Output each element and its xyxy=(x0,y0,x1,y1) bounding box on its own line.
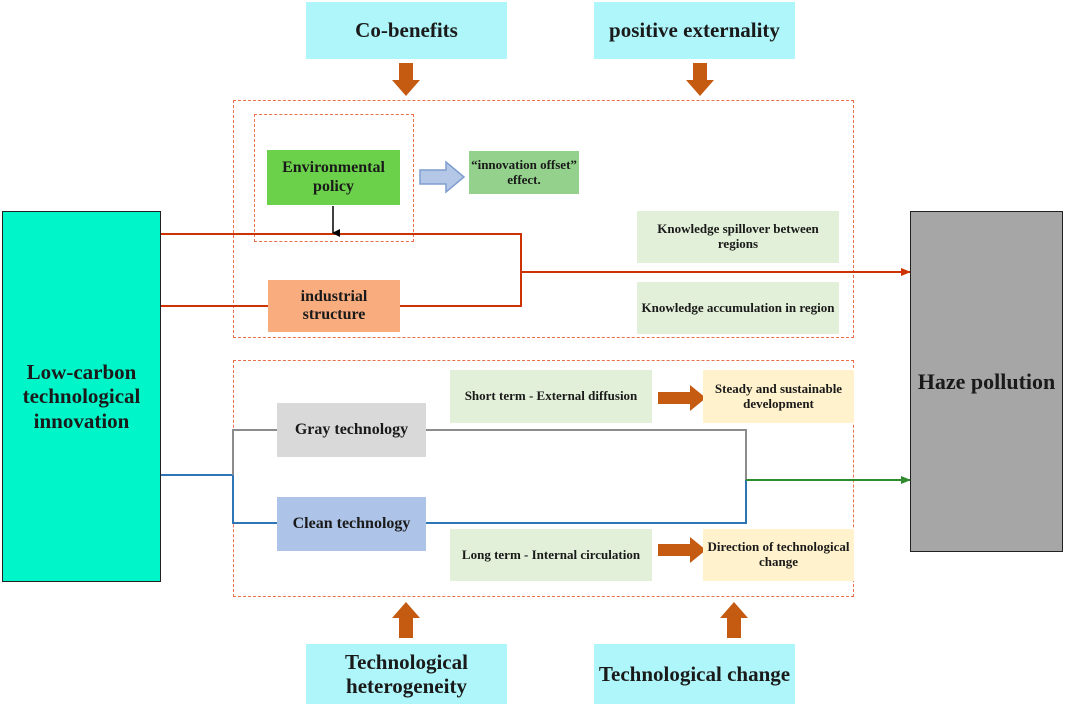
innovation-offset-box: “innovation offset” effect. xyxy=(469,151,579,194)
knowledge-spillover-box: Knowledge spillover between regions xyxy=(637,211,839,263)
direction-change-label: Direction of technological change xyxy=(707,539,850,569)
innovation-offset-label: “innovation offset” effect. xyxy=(471,156,577,187)
knowledge-accumulation-box: Knowledge accumulation in region xyxy=(637,282,839,334)
gray-connector-left xyxy=(232,429,277,475)
gray-technology-box: Gray technology xyxy=(277,403,426,457)
long-term-box: Long term - Internal circulation xyxy=(450,529,652,581)
offset-arrow-icon xyxy=(419,160,466,194)
upper-mechanism-frame xyxy=(233,100,854,338)
gray-connector-right xyxy=(426,429,747,480)
positive-externality-label: positive externality xyxy=(609,18,780,43)
haze-pollution-box: Haze pollution xyxy=(910,211,1063,552)
blue-connector-main xyxy=(161,474,277,524)
steady-development-label: Steady and sustainable development xyxy=(714,380,843,411)
haze-pollution-label: Haze pollution xyxy=(917,368,1056,394)
technological-heterogeneity-label: Technological heterogeneity xyxy=(345,649,468,698)
short-term-label: Short term - External diffusion xyxy=(464,388,638,404)
red-connector-top xyxy=(161,233,522,307)
co-benefits-label: Co-benefits xyxy=(355,18,458,43)
up-arrow-heterogeneity-icon xyxy=(392,602,420,638)
technological-change-label: Technological change xyxy=(598,661,791,686)
up-arrow-tech-change-icon xyxy=(720,602,748,638)
steady-development-box: Steady and sustainable development xyxy=(703,370,854,423)
long-term-label: Long term - Internal circulation xyxy=(461,546,641,562)
low-carbon-innovation-label: Low-carbon technological innovation xyxy=(22,360,141,433)
clean-technology-label: Clean technology xyxy=(292,514,411,532)
technological-heterogeneity-box: Technological heterogeneity xyxy=(306,644,507,704)
industrial-structure-label: industrial structure xyxy=(300,287,368,323)
knowledge-spillover-label: Knowledge spillover between regions xyxy=(657,221,819,251)
down-arrow-co-benefits-icon xyxy=(392,63,420,96)
environmental-policy-label: Environmental policy xyxy=(282,159,385,195)
environmental-policy-box: Environmental policy xyxy=(267,150,400,205)
right-arrow-short-term-icon xyxy=(658,385,706,411)
co-benefits-box: Co-benefits xyxy=(306,2,507,59)
blue-connector-right xyxy=(426,480,747,524)
clean-technology-box: Clean technology xyxy=(277,497,426,551)
knowledge-accumulation-label: Knowledge accumulation in region xyxy=(641,299,835,315)
right-arrow-long-term-icon xyxy=(658,537,706,563)
policy-subframe xyxy=(254,114,414,242)
technological-change-box: Technological change xyxy=(594,644,795,704)
direction-change-box: Direction of technological change xyxy=(703,529,854,581)
gray-technology-label: Gray technology xyxy=(294,420,409,438)
industrial-structure-box: industrial structure xyxy=(268,280,400,332)
low-carbon-innovation-box: Low-carbon technological innovation xyxy=(2,211,161,582)
down-arrow-externality-icon xyxy=(686,63,714,96)
short-term-box: Short term - External diffusion xyxy=(450,370,652,423)
positive-externality-box: positive externality xyxy=(594,2,795,59)
